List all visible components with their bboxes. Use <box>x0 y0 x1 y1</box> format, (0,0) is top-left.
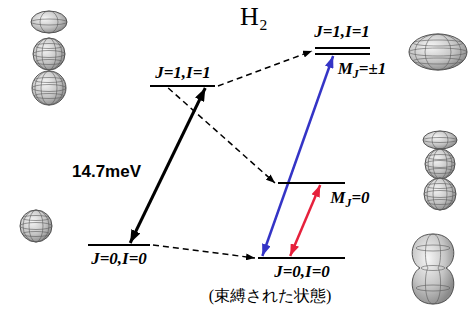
level-label: J=0,I=0 <box>274 262 330 282</box>
energy-gap-label: 14.7meV <box>70 162 143 182</box>
orbital-jm0-right <box>423 131 457 210</box>
level-line <box>315 47 370 55</box>
orbital-bound <box>412 234 454 304</box>
diagram-title: H₂ <box>240 2 268 32</box>
energy-level: J=1,I=1 <box>140 60 225 90</box>
transition-arrow <box>290 185 320 256</box>
level-label: MJ=±1 <box>338 59 387 79</box>
level-line <box>278 182 345 184</box>
subscript: J <box>353 67 359 81</box>
level-line <box>258 257 345 259</box>
text-part: M <box>338 59 353 78</box>
level-line <box>150 85 215 87</box>
energy-level: MJ=0 <box>270 176 370 208</box>
energy-level: J=1,I=1MJ=±1 <box>305 18 395 82</box>
subscript: J <box>345 196 351 210</box>
energy-level: J=0,I=0 <box>78 240 160 276</box>
transition-arrow <box>168 88 275 183</box>
level-label: MJ=0 <box>330 188 369 208</box>
text-part: =±1 <box>359 59 387 78</box>
orbital-sphere <box>20 210 52 242</box>
transition-arrow <box>153 245 255 258</box>
transition-arrow <box>218 51 312 86</box>
orbital-jm0-left <box>31 11 67 105</box>
level-label: J=1,I=1 <box>155 63 211 83</box>
level-label: J=0,I=0 <box>91 249 147 269</box>
level-label: (束縛された状態) <box>209 286 332 306</box>
orbital-oblate <box>409 34 467 70</box>
text-part: =0 <box>351 188 369 207</box>
energy-level: J=0,I=0 (束縛された状態) <box>190 252 350 312</box>
text-part: M <box>330 188 345 207</box>
level-line <box>88 244 150 246</box>
level-label: J=1,I=1 <box>314 22 370 42</box>
transition-arrow <box>262 56 333 256</box>
